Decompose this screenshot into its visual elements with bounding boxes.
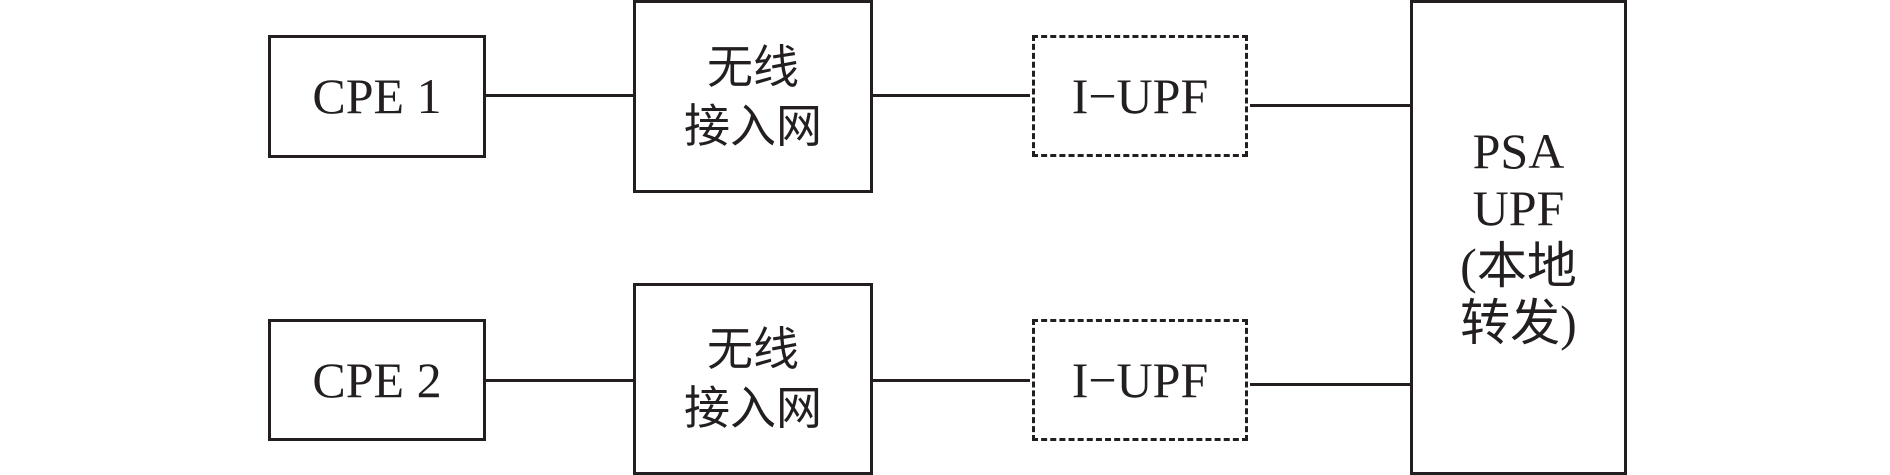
ran2-label-line1: 无线 [707,322,799,377]
link-ran1-iupf1 [870,94,1030,97]
iupf1-box: I−UPF [1032,35,1248,157]
cpe2-box: CPE 2 [268,319,486,441]
psa-upf-text: PSA UPF (本地 转发) [1460,123,1577,353]
iupf1-label: I−UPF [1071,67,1209,124]
psa-upf-label-line4: 转发) [1460,295,1577,351]
ran1-text: 无线 接入网 [684,38,822,156]
cpe1-label: CPE 1 [312,68,442,125]
link-cpe1-ran1 [485,94,635,97]
ran1-label-line2: 接入网 [684,98,822,153]
ran2-text: 无线 接入网 [684,320,822,438]
cpe2-label: CPE 2 [312,351,442,408]
cpe1-box: CPE 1 [268,35,486,158]
ran2-box: 无线 接入网 [633,283,873,475]
psa-upf-label-line3: (本地 [1460,237,1577,294]
iupf2-label: I−UPF [1071,351,1209,408]
link-ran2-iupf2 [870,379,1030,382]
ran1-box: 无线 接入网 [633,0,873,193]
psa-upf-label-line1: PSA [1472,122,1565,179]
ran2-label-line2: 接入网 [684,381,822,435]
psa-upf-label-line2: UPF [1472,180,1565,236]
link-iupf2-psa [1250,383,1410,386]
link-cpe2-ran2 [485,379,635,382]
link-iupf1-psa [1250,104,1410,107]
iupf2-box: I−UPF [1032,319,1248,441]
psa-upf-box: PSA UPF (本地 转发) [1410,0,1627,475]
ran1-label-line1: 无线 [707,39,799,94]
